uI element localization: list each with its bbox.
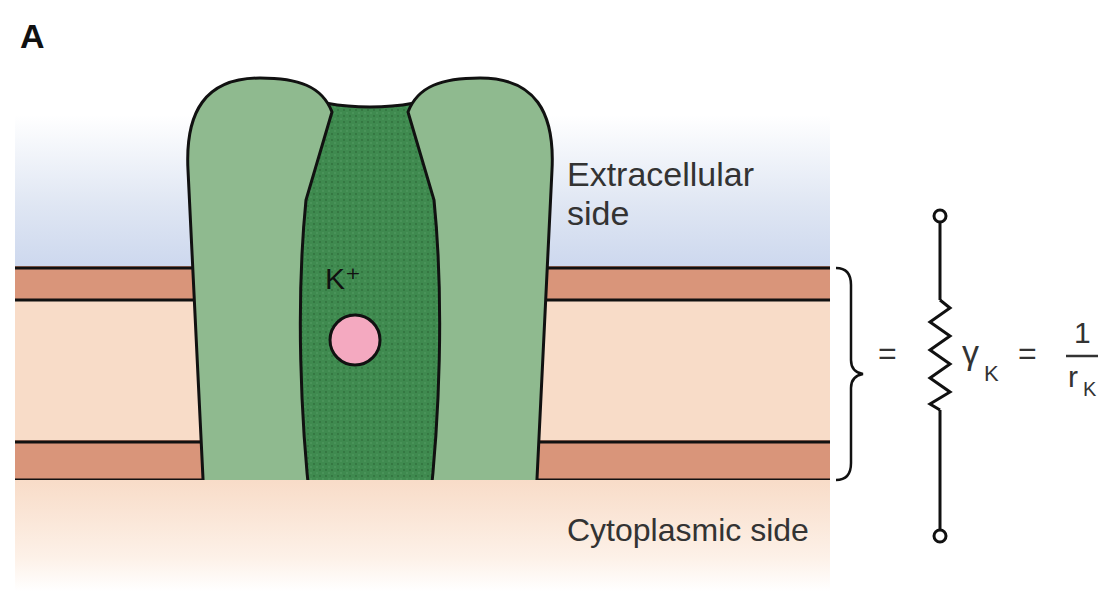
fraction-numerator: 1 <box>1074 316 1091 349</box>
resistor-symbol <box>930 210 950 542</box>
cytoplasmic-band: Cytoplasmic side <box>15 480 830 591</box>
region-label: Extracellular side <box>567 155 817 233</box>
region-label: Cytoplasmic side <box>567 512 817 549</box>
subscript: K <box>1083 378 1096 400</box>
equals-sign: = <box>1018 336 1037 371</box>
resistance-symbol: r <box>1068 360 1078 393</box>
conductance-symbol: γ <box>962 334 979 371</box>
ion-label: K⁺ <box>325 262 405 297</box>
equals-sign: = <box>878 336 897 371</box>
potassium-ion <box>330 315 380 365</box>
fraction-bar <box>1066 355 1098 358</box>
panel-letter: A <box>20 18 45 55</box>
bracket <box>836 268 863 480</box>
subscript: K <box>984 362 999 386</box>
